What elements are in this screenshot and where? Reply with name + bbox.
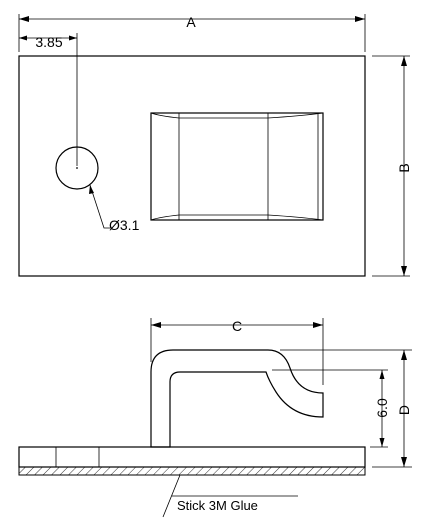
hole-center-mark <box>76 167 78 169</box>
dimension-hole-offset: 3.85 <box>19 33 78 166</box>
dimension-b: B <box>372 55 412 277</box>
dimension-height: 6.0 <box>272 369 390 448</box>
dimension-d: D <box>280 349 412 468</box>
clip-top-outline <box>150 112 324 221</box>
dimension-height-label: 6.0 <box>374 398 390 418</box>
dimension-c-label: C <box>232 318 242 334</box>
dimension-c: C <box>150 318 324 385</box>
dimension-b-label: B <box>396 163 412 172</box>
glue-layer <box>18 466 366 476</box>
dimension-d-label: D <box>396 405 412 415</box>
hook-profile <box>150 349 324 448</box>
base-plate-side <box>18 446 366 468</box>
side-view <box>18 349 366 476</box>
hole-diameter-label: Ø3.1 <box>109 217 140 233</box>
top-view <box>18 55 366 277</box>
dimension-offset-label: 3.85 <box>35 34 62 50</box>
dimension-a: A <box>18 14 366 52</box>
hole-diameter-callout: Ø3.1 <box>89 184 140 233</box>
base-plate-outline <box>18 55 366 277</box>
glue-note: Stick 3M Glue <box>162 474 298 518</box>
glue-note-label: Stick 3M Glue <box>177 498 258 513</box>
dimension-a-label: A <box>186 14 196 30</box>
